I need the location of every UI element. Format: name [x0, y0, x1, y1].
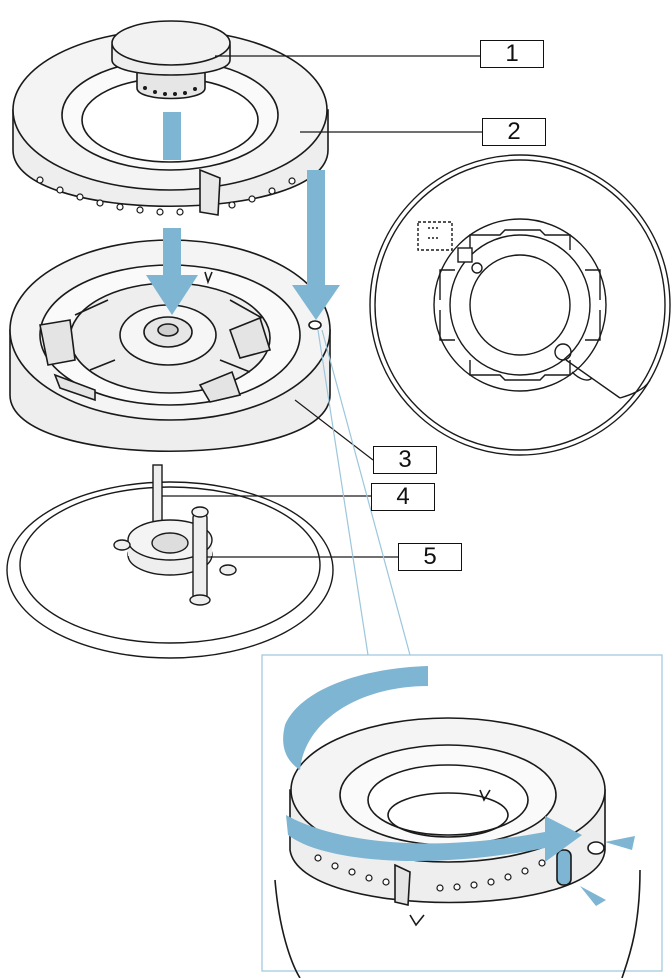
detail-frame — [261, 654, 663, 972]
pointer-arrow-upper — [605, 836, 635, 850]
pointer-arrow-lower — [580, 886, 606, 906]
detail-projection — [261, 329, 663, 972]
burner-cap — [111, 20, 231, 100]
callout-4: 4 — [371, 483, 435, 511]
callout-3: 3 — [373, 446, 437, 474]
arrow-cap-to-ring — [163, 112, 181, 160]
detail-flame-holes — [314, 854, 546, 892]
callout-5: 5 — [398, 543, 462, 571]
arrow-ring-to-body — [146, 228, 198, 315]
rotation-arrows — [283, 666, 635, 906]
callout-2: 2 — [482, 118, 546, 146]
rotation-arrow-top — [283, 666, 428, 770]
leader-3 — [294, 399, 374, 461]
ring-flame-holes — [36, 176, 296, 216]
burner-body — [9, 239, 331, 453]
burner-base — [113, 464, 237, 606]
assembly-arrows — [146, 112, 340, 320]
callout-1: 1 — [480, 40, 544, 68]
arrow-ring-notch — [292, 170, 340, 320]
hob-plate — [6, 481, 334, 659]
leader-lines — [162, 55, 482, 558]
rotation-arrow-front — [286, 815, 582, 862]
ring-underside-view — [369, 154, 671, 456]
cap-flame-holes — [143, 86, 197, 96]
